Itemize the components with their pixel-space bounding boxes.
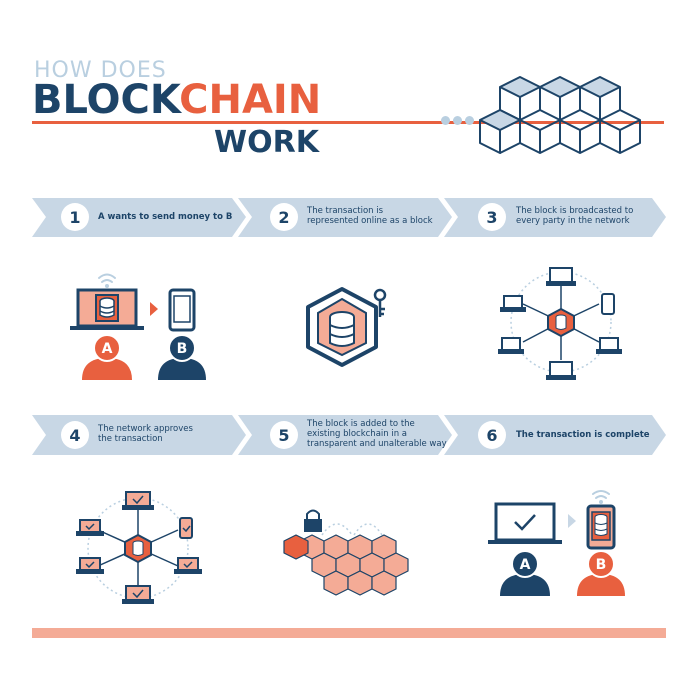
step-5-line-2: existing blockchain in a bbox=[307, 429, 408, 439]
step-3-line-2: every party in the network bbox=[516, 216, 630, 226]
label-a: A bbox=[101, 341, 113, 357]
title-chain: CHAIN bbox=[179, 77, 322, 123]
step-5-text: The block is added to the existing block… bbox=[307, 419, 447, 449]
label-b-final: B bbox=[595, 557, 607, 573]
user-a-icon bbox=[500, 550, 550, 596]
title-rule bbox=[32, 121, 664, 124]
step-5-number: 5 bbox=[270, 421, 298, 449]
step-3-text: The block is broadcasted to every party … bbox=[516, 206, 633, 226]
title-sub: WORK bbox=[214, 125, 319, 160]
step-1-text: A wants to send money to B bbox=[98, 212, 233, 222]
bottom-bar bbox=[32, 628, 666, 638]
step-2-line-2: represented online as a block bbox=[307, 216, 433, 226]
phone-database-icon bbox=[586, 504, 616, 550]
title-block: BLOCK bbox=[32, 77, 180, 123]
step-5-line-3: transparent and unalterable way bbox=[307, 439, 447, 449]
label-a-final: A bbox=[519, 557, 531, 573]
laptop-check-icon bbox=[488, 502, 562, 544]
step-2-number: 2 bbox=[270, 203, 298, 231]
user-a-icon bbox=[82, 334, 132, 380]
title-prefix: HOW DOES bbox=[34, 58, 167, 83]
laptop-database-icon bbox=[70, 288, 144, 330]
block-key-icon bbox=[306, 287, 387, 367]
step-1-illustration bbox=[70, 273, 206, 380]
step-4-line-1: The network approves bbox=[98, 424, 193, 434]
step-4-line-2: the transaction bbox=[98, 434, 163, 444]
user-b-icon bbox=[577, 550, 625, 596]
blockchain-cubes-icon bbox=[479, 76, 641, 154]
step-4-number: 4 bbox=[61, 421, 89, 449]
network-approve-icon bbox=[76, 491, 202, 604]
step-6-number: 6 bbox=[478, 421, 506, 449]
step-3-line-1: The block is broadcasted to bbox=[516, 206, 634, 216]
page-title: BLOCKCHAIN bbox=[32, 76, 321, 124]
title-dots bbox=[441, 110, 477, 129]
step-1-number: 1 bbox=[61, 203, 89, 231]
step-4-text: The network approves the transaction bbox=[98, 424, 193, 444]
lock-icon bbox=[304, 509, 322, 532]
step-6-illustration bbox=[488, 490, 625, 596]
step-6-text: The transaction is complete bbox=[516, 430, 650, 440]
blockchain-chain-icon bbox=[283, 509, 409, 596]
network-broadcast-icon bbox=[498, 267, 622, 380]
step-2-line-1: The transaction is bbox=[307, 206, 384, 216]
step-2-text: The transaction is represented online as… bbox=[307, 206, 433, 226]
label-b: B bbox=[176, 341, 188, 357]
user-b-icon bbox=[158, 334, 206, 380]
step-3-number: 3 bbox=[478, 203, 506, 231]
smartphone-icon bbox=[168, 288, 196, 332]
step-5-line-1: The block is added to the bbox=[307, 419, 415, 429]
